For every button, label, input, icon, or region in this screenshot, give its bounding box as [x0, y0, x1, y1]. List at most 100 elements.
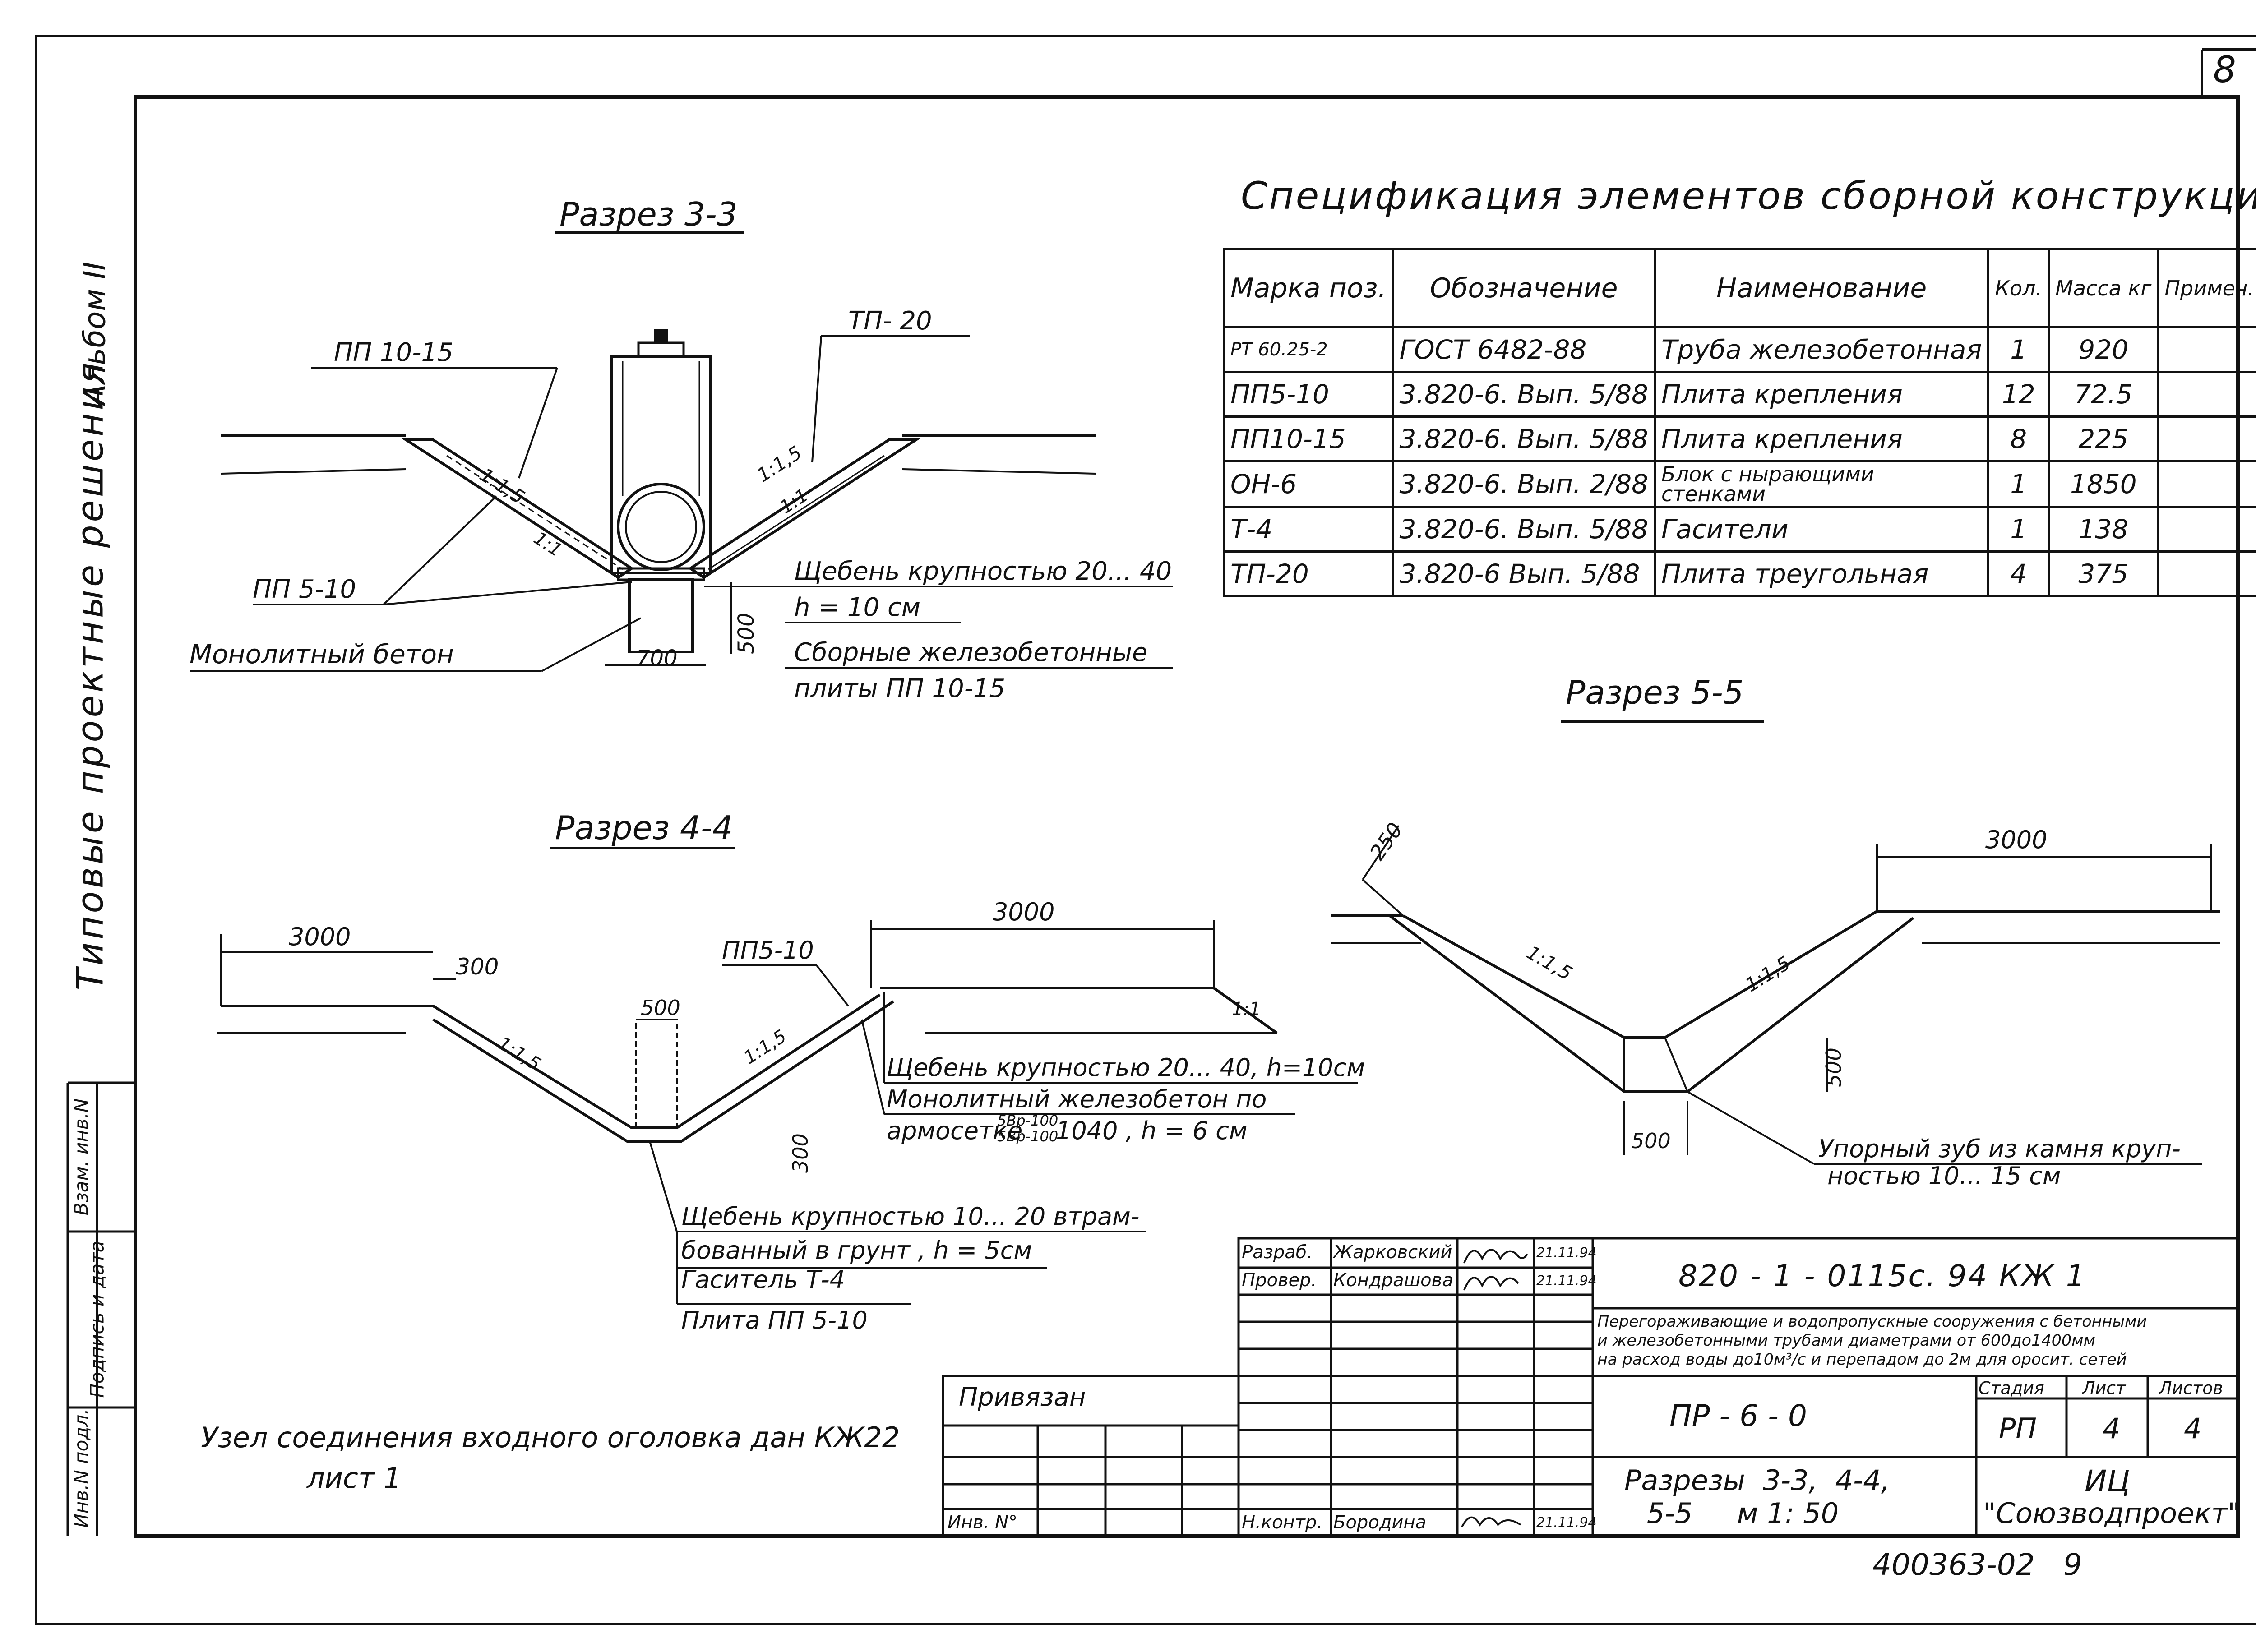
- label-crushed-stone: Щебень крупностью 20... 40, h=10см: [887, 1053, 1365, 1082]
- spec-name: Плита крепления: [1653, 415, 1990, 462]
- name-3: Бородина: [1333, 1512, 1427, 1533]
- spec-qty: 1: [1987, 326, 2050, 373]
- label-precast-slabs-2: плиты ПП 10-15: [794, 674, 1005, 703]
- spec-note: [2157, 371, 2256, 418]
- spec-designation: 3.820-6. Вып. 5/88: [1392, 506, 1656, 553]
- table-row: ТП-20 3.820-6 Вып. 5/88 Плита треугольна…: [1223, 550, 2256, 597]
- role-3: Н.контр.: [1242, 1512, 1322, 1533]
- dim-500: 500: [734, 613, 759, 654]
- desc-line-1: Перегораживающие и водопропускные сооруж…: [1597, 1313, 2147, 1331]
- spec-header: Обозначение: [1392, 248, 1656, 328]
- dim-500: 500: [1631, 1129, 1671, 1153]
- spec-name: Блок с нырающими стенками: [1653, 460, 1990, 508]
- spec-header: Марка поз.: [1223, 248, 1394, 328]
- spec-note: [2157, 506, 2256, 553]
- section-4-4-title: Разрез 4-4: [555, 809, 733, 847]
- spec-qty: 12: [1987, 371, 2050, 418]
- date-2: 21.11.94: [1536, 1273, 1597, 1289]
- project-code: ПР - 6 - 0: [1669, 1398, 1807, 1433]
- table-row: Т-4 3.820-6. Вып. 5/88 Гасители 1 138: [1223, 506, 2256, 553]
- spec-mark: ПП10-15: [1223, 415, 1394, 462]
- sheet-title-2: 5-5 м 1: 50: [1647, 1497, 1839, 1530]
- spec-designation: 3.820-6. Вып. 5/88: [1392, 371, 1656, 418]
- junction-note: Узел соединения входного оголовка дан КЖ…: [201, 1421, 900, 1454]
- spec-mark: ТП-20: [1223, 550, 1394, 597]
- table-row: ПП5-10 3.820-6. Вып. 5/88 Плита креплени…: [1223, 371, 2256, 418]
- sheet-header: Лист: [2082, 1378, 2126, 1398]
- spec-name: Труба железобетонная: [1653, 326, 1990, 373]
- spec-name: Гасители: [1653, 506, 1990, 553]
- label-precast-slabs: Сборные железобетонные: [794, 638, 1147, 667]
- dim-300: 300: [456, 954, 499, 980]
- label-rammed: бованный в грунт , h = 5см: [681, 1236, 1032, 1264]
- sheets-header: Листов: [2159, 1378, 2223, 1398]
- archive-number: 400363-02 9: [1872, 1547, 2082, 1582]
- sheet-number: 8: [2213, 49, 2236, 91]
- stage-value: РП: [1999, 1412, 2037, 1445]
- inv-no-label: Инв. N°: [948, 1512, 1017, 1533]
- label-monolith-rc: Монолитный железобетон по: [887, 1085, 1267, 1113]
- label-mesh: армосетке: [887, 1117, 1022, 1145]
- spec-note: [2157, 550, 2256, 597]
- table-row: ПП10-15 3.820-6. Вып. 5/88 Плита креплен…: [1223, 415, 2256, 462]
- dim-3000-left: 3000: [289, 923, 351, 951]
- label-pp10-15: ПП 10-15: [334, 338, 453, 367]
- spec-header: Наименование: [1653, 248, 1990, 328]
- org-line-1: ИЦ: [2085, 1464, 2130, 1499]
- dim-300-vertical: 300: [788, 1133, 813, 1173]
- spec-mass: 1850: [2048, 460, 2159, 508]
- spec-qty: 8: [1987, 415, 2050, 462]
- spec-name: Плита треугольная: [1653, 550, 1990, 597]
- privyazan-label: Привязан: [959, 1383, 1086, 1412]
- spec-header: Примеч.: [2157, 248, 2256, 328]
- spec-note: [2157, 415, 2256, 462]
- spec-mark: ОН-6: [1223, 460, 1394, 508]
- label-mesh-num: 5Вр-100: [997, 1112, 1058, 1129]
- date-1: 21.11.94: [1536, 1245, 1597, 1261]
- spec-mark: ПП5-10: [1223, 371, 1394, 418]
- spec-mark: Т-4: [1223, 506, 1394, 553]
- spec-mass: 138: [2048, 506, 2159, 553]
- spec-header: Кол.: [1987, 248, 2050, 328]
- label-monolith-concrete: Монолитный бетон: [190, 639, 454, 669]
- table-row: ОН-6 3.820-6. Вып. 2/88 Блок с нырающими…: [1223, 460, 2256, 508]
- label-slab: Плита ПП 5-10: [681, 1306, 868, 1334]
- section-5-5-title: Разрез 5-5: [1566, 674, 1744, 711]
- slope-label: 1:1: [1232, 999, 1261, 1020]
- spec-qty: 4: [1987, 550, 2050, 597]
- spec-header-row: Марка поз. Обозначение Наименование Кол.…: [1223, 248, 2256, 328]
- dim-500: 500: [641, 996, 680, 1020]
- label-pp5-10: ПП 5-10: [253, 575, 356, 604]
- date-3: 21.11.94: [1536, 1515, 1597, 1531]
- section-3-3-title: Разрез 3-3: [559, 195, 738, 233]
- dim-700: 700: [636, 646, 678, 671]
- junction-note-sheet: лист 1: [307, 1462, 402, 1495]
- spec-note: [2157, 460, 2256, 508]
- spec-note: [2157, 326, 2256, 373]
- org-line-2: "Союзводпроект": [1983, 1497, 2241, 1530]
- spec-title: Спецификация элементов сборной конструкц…: [1241, 174, 2256, 218]
- spec-qty: 1: [1987, 460, 2050, 508]
- label-mesh-thickness: 1040 , h = 6 см: [1056, 1117, 1248, 1145]
- stage-header: Стадия: [1979, 1378, 2044, 1398]
- label-tp20: ТП- 20: [848, 306, 932, 336]
- name-2: Кондрашова: [1333, 1270, 1453, 1291]
- spec-designation: ГОСТ 6482-88: [1392, 326, 1656, 373]
- spec-table: Марка поз. Обозначение Наименование Кол.…: [1223, 248, 2256, 597]
- spec-designation: 3.820-6 Вып. 5/88: [1392, 550, 1656, 597]
- sheet-title-1: Разрезы 3-3, 4-4,: [1624, 1464, 1890, 1497]
- role-1: Разраб.: [1242, 1242, 1313, 1263]
- spec-header: Масса кг: [2048, 248, 2159, 328]
- desc-line-2: и железобетонными трубами диаметрами от …: [1597, 1332, 2095, 1350]
- name-1: Жарковский: [1333, 1242, 1452, 1263]
- spec-mass: 375: [2048, 550, 2159, 597]
- label-stop-tooth-2: ностью 10... 15 см: [1827, 1162, 2061, 1190]
- sheet-value: 4: [2103, 1412, 2121, 1445]
- label-pp5-10: ПП5-10: [722, 936, 814, 964]
- label-thickness: h = 10 см: [794, 593, 920, 622]
- spec-mass: 920: [2048, 326, 2159, 373]
